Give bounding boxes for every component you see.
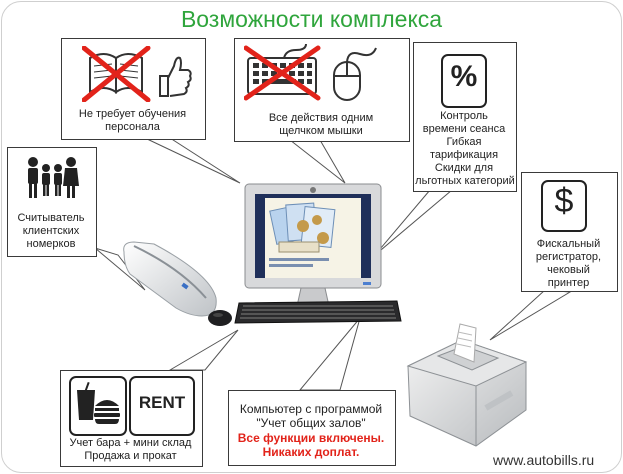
percent-icon <box>441 54 487 108</box>
fiscal-line-4: принтер <box>547 277 590 289</box>
connector-program <box>298 317 361 391</box>
control-line-5: Скидки для <box>434 162 494 174</box>
program-line-3: Все функции включены. <box>237 431 385 445</box>
program-line-2: "Учет общих залов" <box>256 416 366 430</box>
callout-one-click <box>234 38 410 142</box>
connector-click <box>288 139 346 184</box>
bar-label-1: Учет бара + мини склад <box>69 437 192 449</box>
control-line-6: льготных категорий <box>415 175 515 187</box>
dollar-icon-glyph: $ <box>554 182 574 220</box>
reader-line-2: клиентских <box>22 225 80 237</box>
website-link[interactable]: www.autobills.ru <box>493 452 595 468</box>
callout-reader <box>7 147 97 257</box>
control-line-2: времени сеанса <box>422 123 506 135</box>
mouse-icon <box>333 47 377 101</box>
thumbs-up-icon <box>159 56 192 97</box>
card-reader-device <box>123 241 217 317</box>
callout-program <box>228 390 396 466</box>
control-line-3: Гибкая <box>446 136 482 148</box>
click-label-2: щелчком мышки <box>279 125 363 137</box>
training-label-2: персонала <box>105 121 160 133</box>
training-icon-group <box>82 46 192 102</box>
rent-icon-label: RENT <box>138 393 186 412</box>
training-label-1: Не требует обучения <box>78 108 187 120</box>
program-line-4: Никаких доплат. <box>262 445 360 459</box>
fiscal-line-1: Фискальный <box>536 238 601 250</box>
rent-icon <box>129 376 195 436</box>
cross-mark-icon <box>82 46 151 102</box>
click-icon-group <box>244 44 377 101</box>
cross-mark-icon <box>244 45 321 101</box>
reader-line-3: номерков <box>26 238 76 250</box>
computer-keyboard <box>234 300 402 324</box>
family-icon <box>28 157 79 198</box>
connector-training <box>144 137 241 184</box>
bar-label-2: Продажа и прокат <box>84 450 177 462</box>
dollar-icon <box>541 180 587 232</box>
fiscal-line-2: регистратор, <box>535 251 602 263</box>
computer-mouse <box>208 310 232 326</box>
connector-bar <box>168 329 239 371</box>
page-title: Возможности комплекса <box>180 6 443 32</box>
control-line-4: тарификация <box>429 149 499 161</box>
reader-line-1: Считыватель <box>17 212 85 224</box>
fiscal-line-3: чековый <box>547 264 590 276</box>
fast-food-icon <box>77 381 120 424</box>
percent-icon-glyph: % <box>450 60 478 93</box>
control-line-1: Контроль <box>440 110 488 122</box>
connector-control <box>374 189 454 256</box>
program-line-1: Компьютер с программой <box>239 402 383 416</box>
screen-illustration <box>269 202 336 267</box>
receipt-printer-device <box>406 323 528 447</box>
click-label-1: Все действия одним <box>268 112 374 124</box>
